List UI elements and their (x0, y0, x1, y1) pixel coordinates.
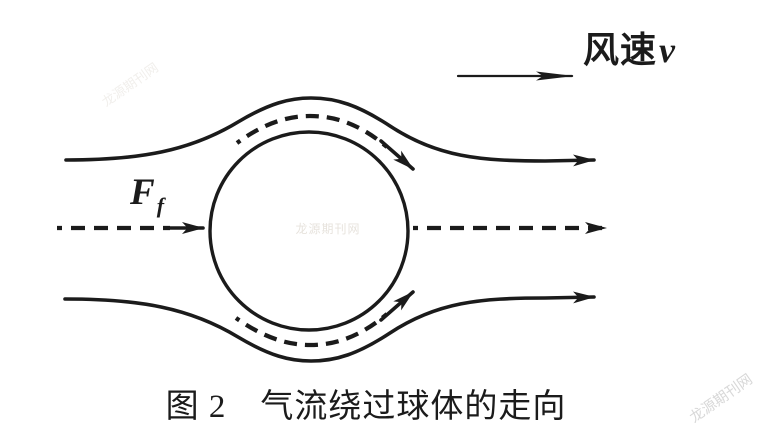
lower-boundary-arrow-segment (379, 290, 415, 322)
watermark-bottom-right: 龙源期刊网 (687, 371, 756, 427)
upper-boundary-dashed (235, 113, 389, 149)
upper-boundary-arrow-segment (379, 139, 415, 171)
lower-boundary-dashed (234, 312, 389, 348)
force-label: Ff (129, 172, 167, 218)
force-label-base: F (129, 172, 155, 213)
wind-speed-label-var: v (659, 30, 676, 70)
watermark-inner: 龙源期刊网 (295, 222, 360, 236)
wind-speed-label: 风速v (583, 30, 676, 70)
lower-streamline (63, 291, 596, 363)
wind-speed-label-cn: 风速 (583, 30, 657, 70)
watermark-top-left: 龙源期刊网 (99, 60, 161, 110)
figure-caption: 图 2 气流绕过球体的走向 (166, 388, 567, 425)
force-label-sub: f (157, 193, 167, 218)
upper-streamline (64, 96, 596, 167)
sphere-body (208, 130, 410, 332)
